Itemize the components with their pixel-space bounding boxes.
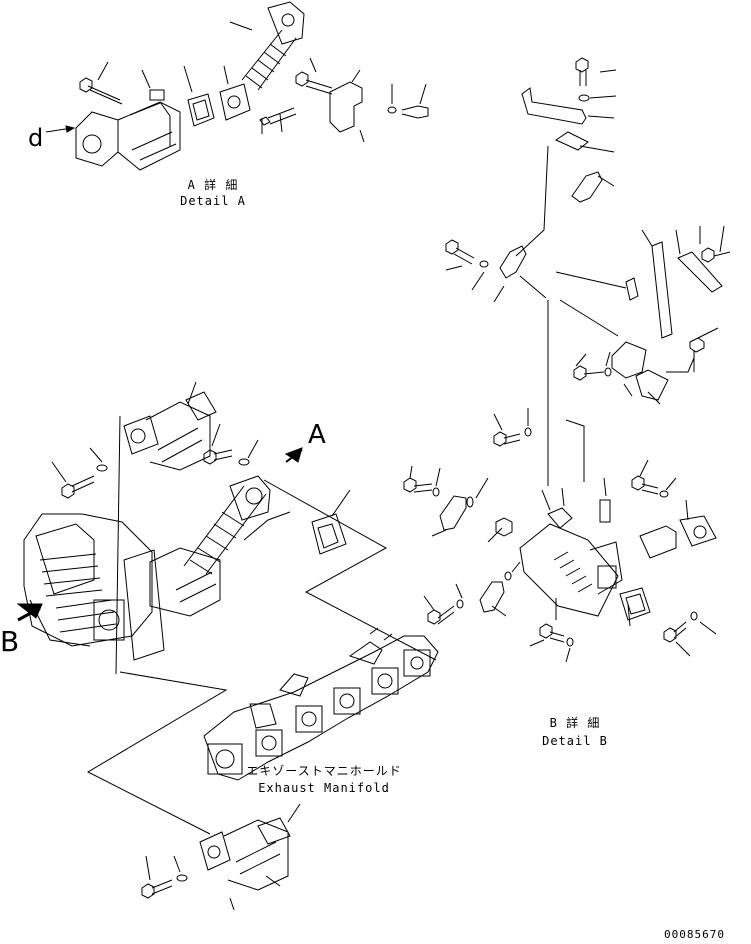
bolt-part (79, 77, 123, 105)
manifold-en-label: Exhaust Manifold (258, 781, 390, 795)
exhaust-valve-body (75, 89, 181, 171)
bellows-pipe (241, 1, 305, 91)
detail-b-en-label: Detail B (542, 734, 608, 748)
exhaust-manifold (203, 627, 439, 781)
view-a-label: A (308, 420, 326, 450)
detail-b-group (403, 352, 717, 663)
flange-part (219, 83, 251, 121)
detail-a-en-label: Detail A (180, 194, 246, 208)
bracket-part (329, 81, 363, 133)
bottom-valve-group (141, 803, 301, 911)
detail-a-jp-label: A 詳 細 (187, 178, 239, 192)
detail-a-group (45, 1, 429, 171)
view-d-label: d (28, 124, 44, 152)
main-assembly-group (16, 381, 437, 835)
view-b-label: B (0, 625, 20, 658)
manifold-jp-label: エキゾーストマニホールド (246, 764, 402, 778)
drawing-number: 00085670 (664, 928, 725, 941)
upper-bracket-group (445, 57, 731, 405)
gasket-part (187, 93, 215, 127)
detail-b-jp-label: B 詳 細 (549, 716, 601, 730)
